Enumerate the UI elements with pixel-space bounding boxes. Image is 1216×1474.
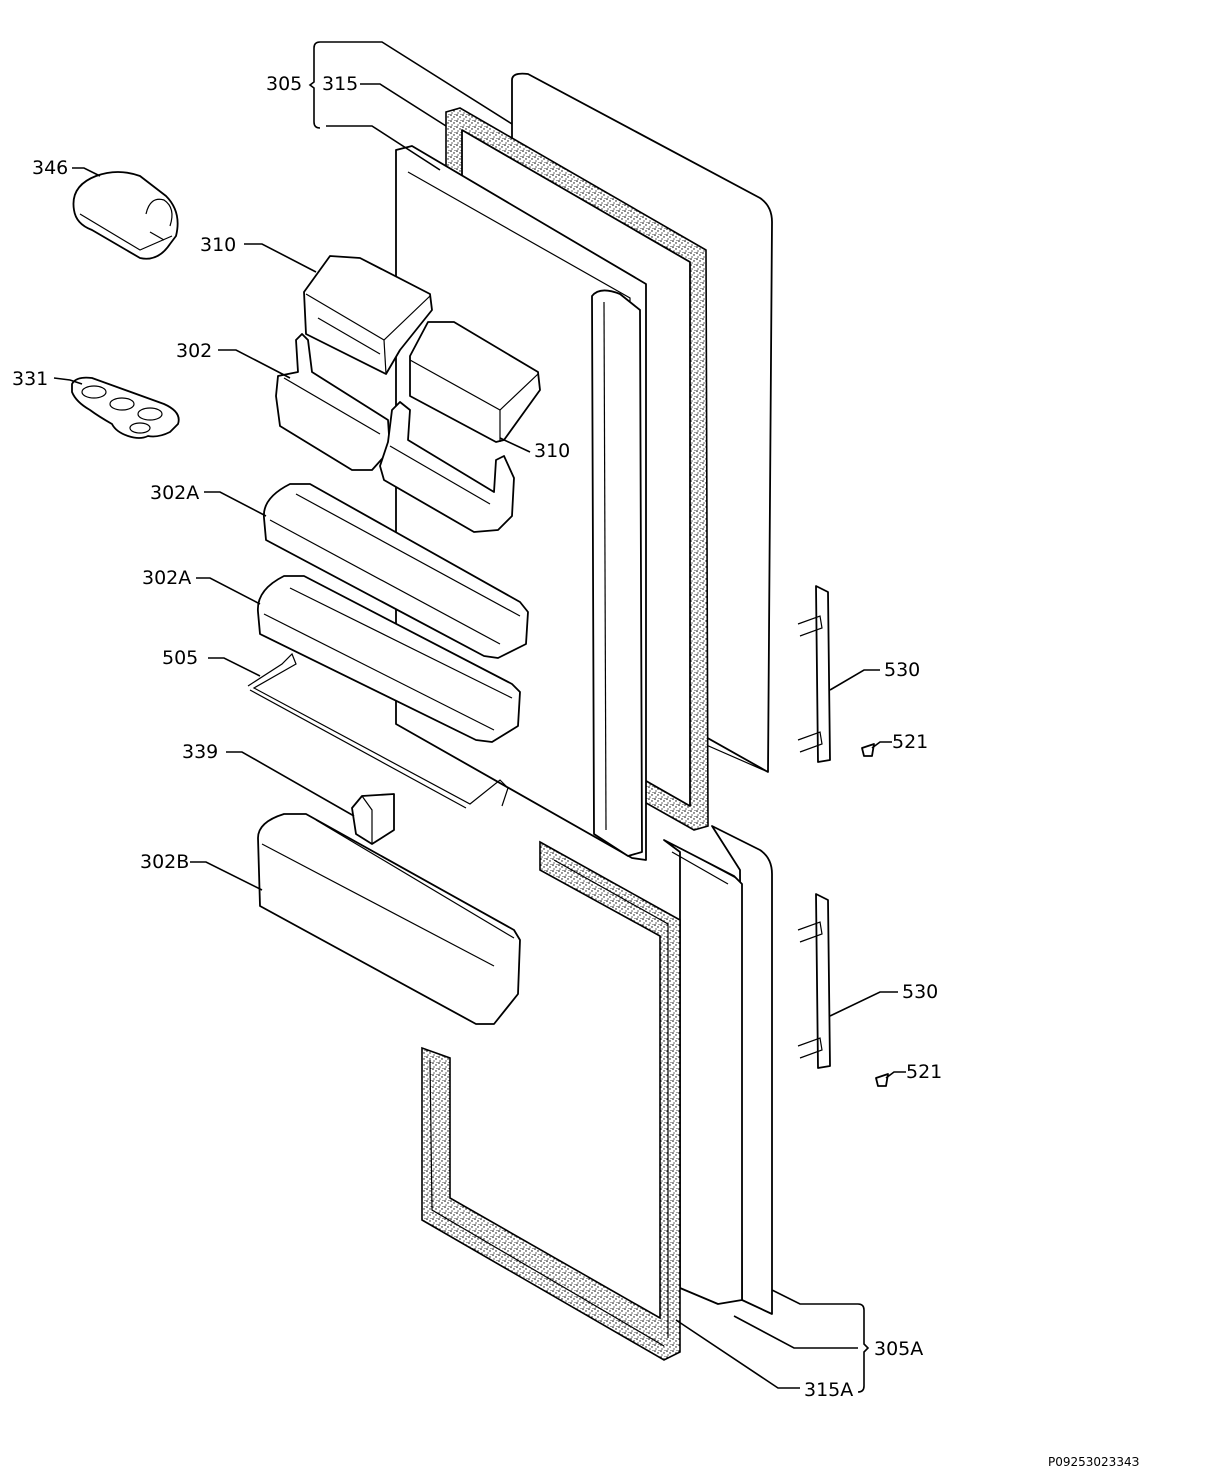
door-shelf-b bbox=[257, 813, 521, 1025]
label-530-upper: 530 bbox=[884, 659, 920, 681]
label-339: 339 bbox=[182, 741, 218, 763]
label-521-upper: 521 bbox=[892, 731, 928, 753]
leader-lines bbox=[53, 83, 906, 1389]
door-shelf-a-upper bbox=[263, 483, 529, 659]
lower-door-panel bbox=[663, 825, 773, 1315]
label-530-lower: 530 bbox=[902, 981, 938, 1003]
small-shelf-right bbox=[379, 401, 515, 533]
bracket-305a bbox=[733, 1289, 870, 1393]
label-315a: 315A bbox=[804, 1379, 853, 1401]
dairy-compartment-left bbox=[303, 255, 433, 375]
label-305: 305 bbox=[266, 73, 302, 95]
label-302a-upper: 302A bbox=[150, 482, 199, 504]
label-331: 331 bbox=[12, 368, 48, 390]
label-346: 346 bbox=[32, 157, 68, 179]
butter-dish-lid bbox=[72, 171, 179, 260]
label-305a: 305A bbox=[874, 1338, 923, 1360]
label-315: 315 bbox=[322, 73, 358, 95]
screw-lower bbox=[875, 1073, 889, 1087]
label-310-upper: 310 bbox=[200, 234, 236, 256]
part-labels: 305 315 346 310 302 331 310 302A 302A 50… bbox=[12, 73, 1139, 1469]
label-302a-lower: 302A bbox=[142, 567, 191, 589]
label-521-lower: 521 bbox=[906, 1061, 942, 1083]
label-310-lower: 310 bbox=[534, 440, 570, 462]
door-handle-lower bbox=[797, 893, 831, 1069]
egg-tray bbox=[71, 376, 180, 439]
label-302: 302 bbox=[176, 340, 212, 362]
screw-upper bbox=[861, 743, 875, 757]
small-shelf-left bbox=[275, 333, 391, 471]
shelf-clip bbox=[351, 793, 395, 845]
bracket-305 bbox=[308, 41, 513, 171]
label-505: 505 bbox=[162, 647, 198, 669]
door-handle-upper bbox=[797, 585, 831, 763]
lower-door-gasket bbox=[421, 840, 681, 1361]
label-302b: 302B bbox=[140, 851, 189, 873]
door-shelf-a-lower bbox=[257, 575, 521, 743]
bottle-retainer-rail bbox=[247, 652, 509, 809]
footer-code: P0925302334З bbox=[1048, 1455, 1139, 1469]
dairy-compartment-right bbox=[409, 321, 541, 443]
